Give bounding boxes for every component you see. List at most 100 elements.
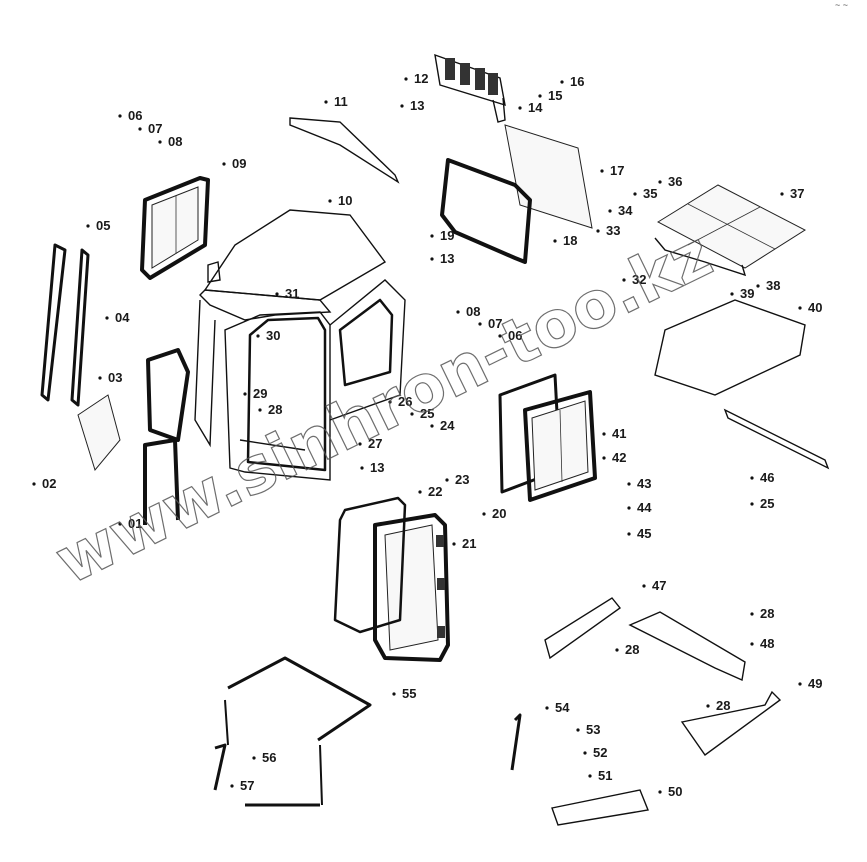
seal-57 [213,743,320,807]
watermark-text: www.sinhron-too.kz [45,218,724,600]
callout-label-25: 25 [420,406,434,421]
callout-label-40: 40 [808,300,822,315]
callout-dot [482,512,486,516]
callout-label-47: 47 [652,578,666,593]
callout-label-50: 50 [668,784,682,799]
callout-dot [588,774,592,778]
callout-label-37: 37 [790,186,804,201]
seal-55 [227,656,372,742]
callout-label-21: 21 [462,536,476,551]
callout-label-01: 01 [128,516,142,531]
callout-label-07: 07 [148,121,162,136]
seal-03 [146,348,190,442]
callout-label-28: 28 [716,698,730,713]
callout-dot [252,756,256,760]
strip-54 [510,713,522,771]
callout-dot [518,106,522,110]
callout-label-18: 18 [563,233,577,248]
callout-dot [158,140,162,144]
callout-dot [706,704,710,708]
callout-label-34: 34 [618,203,633,218]
callout-label-41: 41 [612,426,626,441]
callout-dot [324,100,328,104]
callout-dot [430,234,434,238]
callout-label-45: 45 [637,526,651,541]
callout-dot [658,790,662,794]
callout-label-06: 06 [508,328,522,343]
glass-17 [504,124,593,229]
callout-dot [445,478,449,482]
callout-label-09: 09 [232,156,246,171]
callout-dot [627,506,631,510]
callout-dot [615,648,619,652]
callout-dot [750,476,754,480]
trim-48 [628,611,746,682]
callout-dot [328,199,332,203]
callout-dot [633,192,637,196]
trim-49 [680,690,782,756]
callout-label-07: 07 [488,316,502,331]
callout-label-33: 33 [606,223,620,238]
callout-dot [627,482,631,486]
callout-label-44: 44 [637,500,652,515]
callout-label-39: 39 [740,286,754,301]
callout-dot [118,522,122,526]
callout-dot [780,192,784,196]
callout-label-23: 23 [455,472,469,487]
callout-dot [430,257,434,261]
callout-dot [498,334,502,338]
strip-04 [70,248,90,407]
callout-dot [230,784,234,788]
callout-dot [622,278,626,282]
callout-label-13: 13 [370,460,384,475]
callout-label-05: 05 [96,218,110,233]
callout-dot [360,466,364,470]
callout-dot [560,80,564,84]
roof-panel-37 [654,184,807,277]
seal-22 [333,496,407,634]
callout-dot [388,400,392,404]
callout-dot [596,229,600,233]
callout-label-57: 57 [240,778,254,793]
callout-label-35: 35 [643,186,657,201]
callout-label-13: 13 [410,98,424,113]
callout-label-19: 19 [440,228,454,243]
callout-dot [404,77,408,81]
callout-dot [602,432,606,436]
callout-label-55: 55 [402,686,416,701]
callout-dot [118,114,122,118]
callout-label-11: 11 [334,94,348,109]
callout-label-28: 28 [760,606,774,621]
seal-56 [224,699,323,806]
callout-dot [138,127,142,131]
callout-label-51: 51 [598,768,612,783]
callout-dot [750,502,754,506]
callout-dot [452,542,456,546]
corner-mark: ~ ~ [835,0,848,10]
callout-label-38: 38 [766,278,780,293]
callout-dot [730,292,734,296]
callout-dot [478,322,482,326]
callout-dot [627,532,631,536]
glass-02 [77,394,121,472]
callout-label-43: 43 [637,476,651,491]
window-09 [140,176,210,280]
callout-label-49: 49 [808,676,822,691]
glass-20 [523,390,597,502]
callout-label-04: 04 [115,310,130,325]
callout-label-28: 28 [625,642,639,657]
callout-dot [658,180,662,184]
callout-dot [358,442,362,446]
callout-label-46: 46 [760,470,774,485]
callout-dot [275,292,279,296]
callout-dot [32,482,36,486]
callout-dot [258,408,262,412]
callout-dot [392,692,396,696]
headliner-40 [654,299,806,396]
seal-01 [143,438,180,525]
callout-label-52: 52 [593,745,607,760]
callout-dot [105,316,109,320]
callout-dot [602,456,606,460]
callout-dot [456,310,460,314]
